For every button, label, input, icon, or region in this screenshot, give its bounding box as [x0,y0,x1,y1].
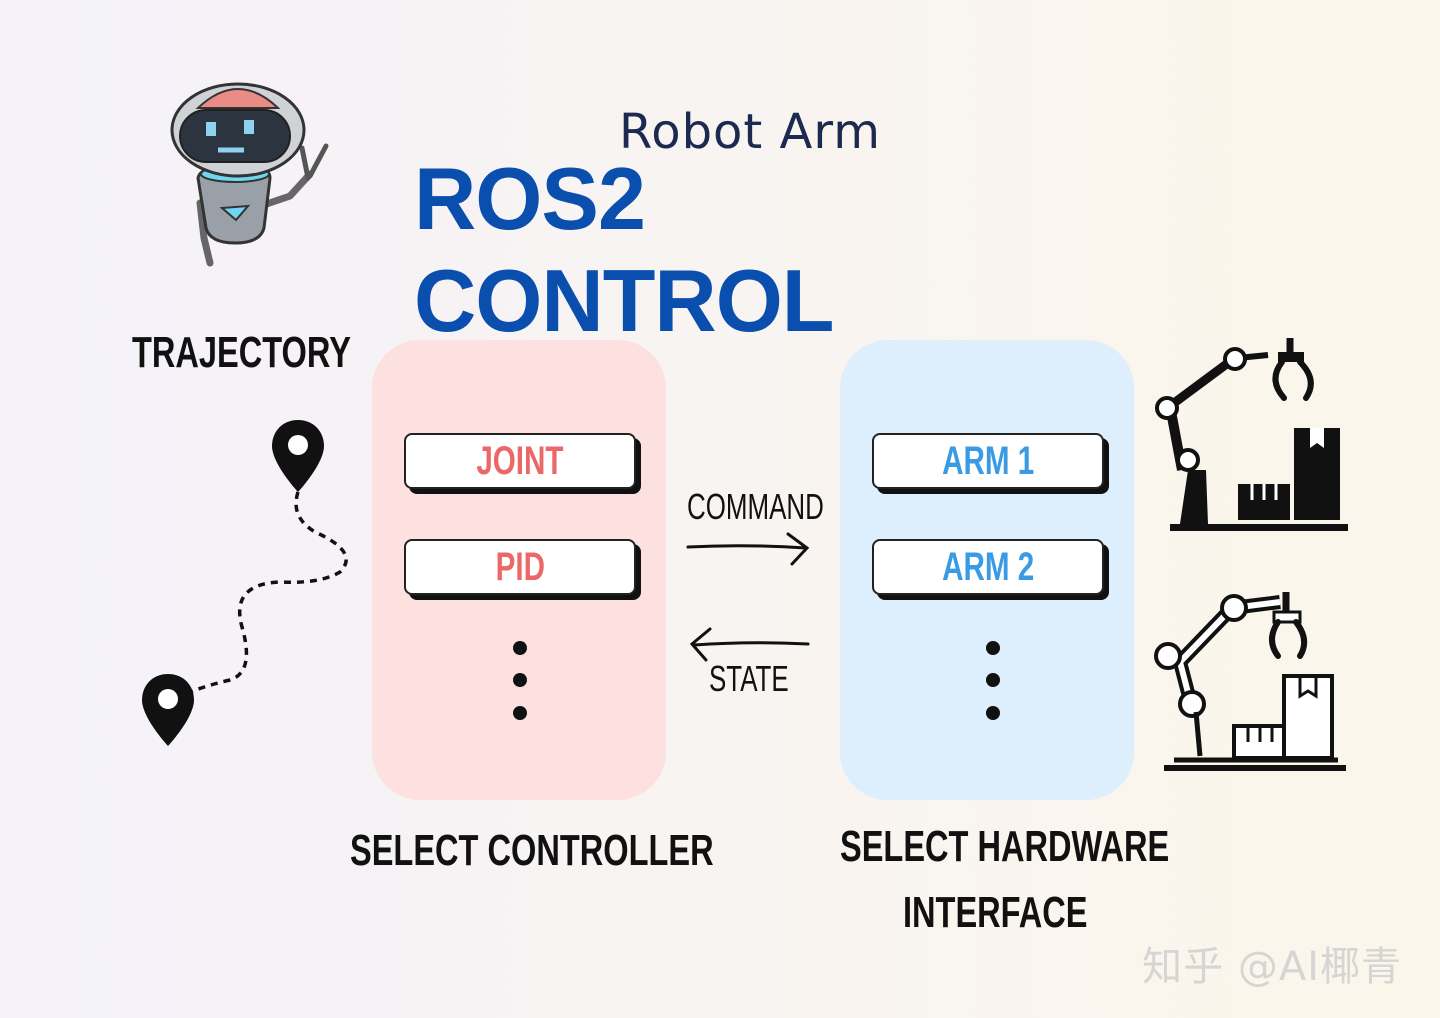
command-label: COMMAND [687,486,824,527]
controller-option-joint[interactable]: JOINT [404,433,636,489]
hardware-option-label: ARM 1 [941,438,1035,483]
robot-mascot-icon [170,82,329,267]
ellipsis-dot [986,673,1000,687]
hardware-label-line1: SELECT HARDWARE [840,822,1170,871]
ellipsis-dot [513,641,527,655]
hardware-label-line2: INTERFACE [903,888,1088,937]
ellipsis-dot [513,706,527,720]
hardware-option-arm-2[interactable]: ARM 2 [872,539,1104,595]
robot-arm-icon [1154,592,1346,771]
ellipsis-dot [986,706,1000,720]
map-pin-icon [272,420,324,492]
hardware-option-label: ARM 2 [941,544,1035,589]
ellipsis-dot [513,673,527,687]
controller-option-label: PID [495,544,545,589]
controller-option-label: JOINT [476,438,564,483]
diagram-subtitle: Robot Arm [619,104,881,160]
state-label: STATE [709,658,789,699]
trajectory-label: TRAJECTORY [132,328,351,377]
ellipsis-dot [986,641,1000,655]
diagram-title: ROS2 CONTROL [414,149,834,350]
watermark: 知乎 @AI椰青 [1142,944,1402,990]
map-pin-icon [142,674,194,746]
command-arrow-icon [686,532,810,566]
hardware-option-arm-1[interactable]: ARM 1 [872,433,1104,489]
state-arrow-icon [689,627,810,662]
trajectory-path [177,491,348,699]
controller-label: SELECT CONTROLLER [350,826,714,875]
controller-option-pid[interactable]: PID [404,539,636,595]
robot-arm-icon [1155,338,1348,531]
